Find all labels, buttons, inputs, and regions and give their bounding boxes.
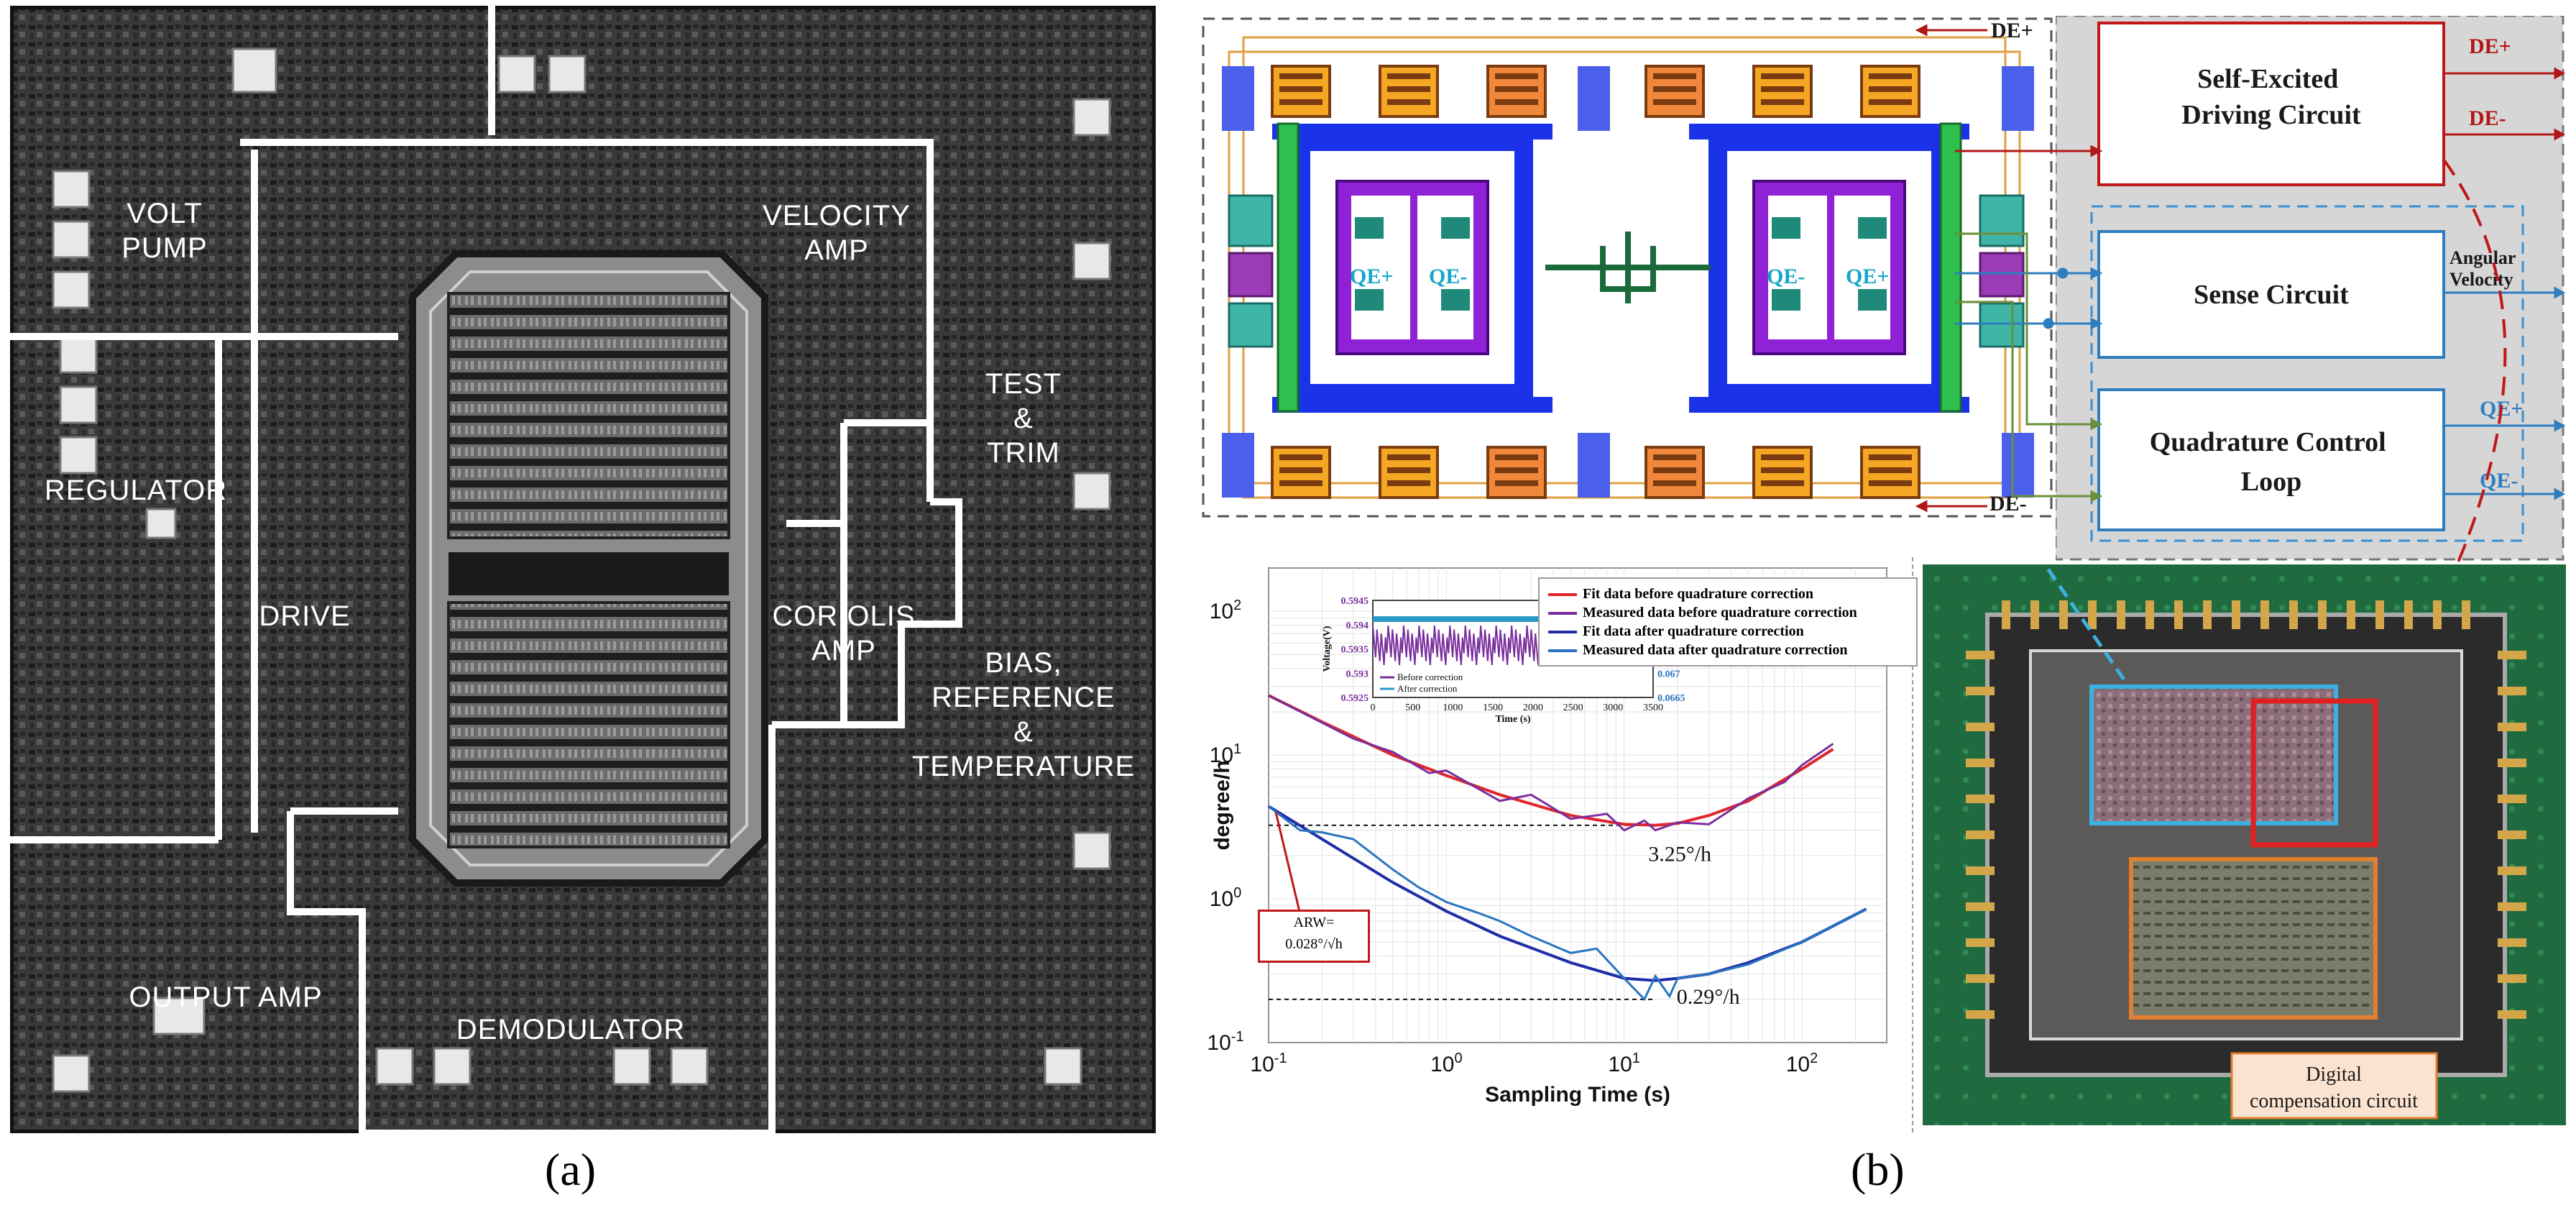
label-bias-reference-temperature: BIAS, REFERENCE & TEMPERATURE — [911, 647, 1136, 782]
legend-item-3: Measured data after quadrature correctio… — [1548, 641, 1908, 659]
inset-x-tick: 3000 — [1603, 702, 1623, 713]
inset-series-after — [1373, 616, 1653, 622]
inset-y-label: Voltage(V) — [1322, 626, 1333, 672]
self-excited-line-1: Self-Excited — [2197, 64, 2338, 94]
label-demodulator: DEMODULATOR — [456, 1014, 686, 1045]
legend-item-1: Measured data before quadrature correcti… — [1548, 603, 1908, 622]
self-excited-label: Self-Excited Driving Circuit — [2181, 64, 2361, 130]
inset-y-tick-right: 0.067 — [1657, 669, 1680, 679]
label-output-amp: OUTPUT AMP — [129, 981, 323, 1013]
y-tick-label: 10-1 — [1207, 1029, 1243, 1055]
label-de-plus-layout: DE+ — [1991, 19, 2033, 42]
photo-label-box — [2230, 1052, 2438, 1120]
label-test-trim: TEST & TRIM — [985, 368, 1062, 469]
inset-y-tick-left: 0.5935 — [1341, 645, 1369, 656]
label-regulator: REGULATOR — [44, 475, 228, 506]
out-de-minus: DE- — [2469, 106, 2506, 130]
inset-x-tick: 2000 — [1523, 702, 1543, 713]
inset-x-tick: 3500 — [1643, 702, 1663, 713]
qe-left-2: QE- — [1429, 265, 1467, 288]
qe-left-1: QE+ — [1350, 265, 1393, 288]
quadrature-line-1: Quadrature Control — [2150, 427, 2386, 457]
inset-y-tick-right: 0.0665 — [1657, 693, 1685, 704]
block-diagram: Self-Excited Driving Circuit Sense Circu… — [2056, 16, 2566, 562]
quadrature-control-label: Quadrature Control Loop — [2150, 427, 2393, 497]
inset-x-label: Time (s) — [1495, 714, 1530, 725]
inset-x-tick: 1000 — [1443, 702, 1463, 713]
annotation-before: 3.25°/h — [1648, 843, 1711, 866]
inset-x-tick: 1500 — [1483, 702, 1503, 713]
series-line-3 — [1268, 805, 1867, 1002]
inset-y-tick-left: 0.5925 — [1341, 693, 1369, 704]
series-line-1 — [1268, 694, 1834, 832]
qe-right-1: QE- — [1767, 265, 1805, 288]
inset-x-tick: 2500 — [1563, 702, 1583, 713]
inset-legend-1: After correction — [1397, 683, 1458, 694]
label-drive: DRIVE — [259, 600, 351, 632]
x-tick-label: 100 — [1430, 1050, 1463, 1076]
y-axis-label: degree/h — [1210, 760, 1234, 850]
sense-circuit-block — [2097, 230, 2445, 359]
label-coriolis-amp: CORIOLIS AMP — [772, 600, 916, 667]
out-qe-minus: QE- — [2480, 469, 2518, 493]
caption-a: (a) — [545, 1144, 597, 1195]
self-excited-driving-block — [2097, 22, 2445, 186]
annotation-after: 0.29°/h — [1677, 985, 1740, 1009]
inset-y-tick-left: 0.594 — [1346, 621, 1369, 631]
x-tick-label: 10-1 — [1250, 1050, 1287, 1076]
inset-x-tick: 500 — [1405, 702, 1420, 713]
x-tick-label: 101 — [1608, 1050, 1640, 1076]
legend-item-2: Fit data after quadrature correction — [1548, 622, 1908, 641]
gyro-structure-layout: QE+ QE- QE- QE+ DE+ DE- — [1202, 17, 2053, 518]
self-excited-line-2: Driving Circuit — [2181, 100, 2361, 130]
quadrature-line-2: Loop — [2241, 467, 2301, 497]
connector-lines — [1955, 145, 2103, 503]
sense-circuit-label: Sense Circuit — [2194, 280, 2349, 310]
label-velocity-amp: VELOCITY AMP — [763, 200, 911, 266]
out-de-plus: DE+ — [2469, 35, 2511, 58]
inset-y-tick-left: 0.593 — [1346, 669, 1369, 679]
inset-legend-0: Before correction — [1397, 672, 1463, 682]
inset-x-tick: 0 — [1371, 702, 1376, 713]
chip-die-image — [10, 6, 1156, 1133]
panel-a: VOLT PUMP VELOCITY AMP TEST & TRIM REGUL… — [10, 6, 1156, 1133]
arw-annotation-box: ARW= 0.028°/√h — [1258, 910, 1370, 963]
quadrature-control-block — [2097, 388, 2445, 531]
caption-b: (b) — [1851, 1144, 1905, 1195]
y-tick-label: 102 — [1210, 598, 1242, 623]
series-line-0 — [1268, 694, 1834, 827]
y-tick-label: 100 — [1210, 885, 1242, 911]
x-tick-label: 102 — [1786, 1050, 1818, 1076]
qe-right-2: QE+ — [1846, 265, 1889, 288]
arw-pointer — [1274, 812, 1302, 914]
x-axis-label: Sampling Time (s) — [1485, 1083, 1670, 1107]
label-volt-pump: VOLT PUMP — [121, 198, 208, 264]
inset-y-tick-left: 0.5945 — [1341, 596, 1369, 607]
chart-legend: Fit data before quadrature correction Me… — [1538, 577, 1918, 667]
legend-item-0: Fit data before quadrature correction — [1548, 585, 1908, 603]
